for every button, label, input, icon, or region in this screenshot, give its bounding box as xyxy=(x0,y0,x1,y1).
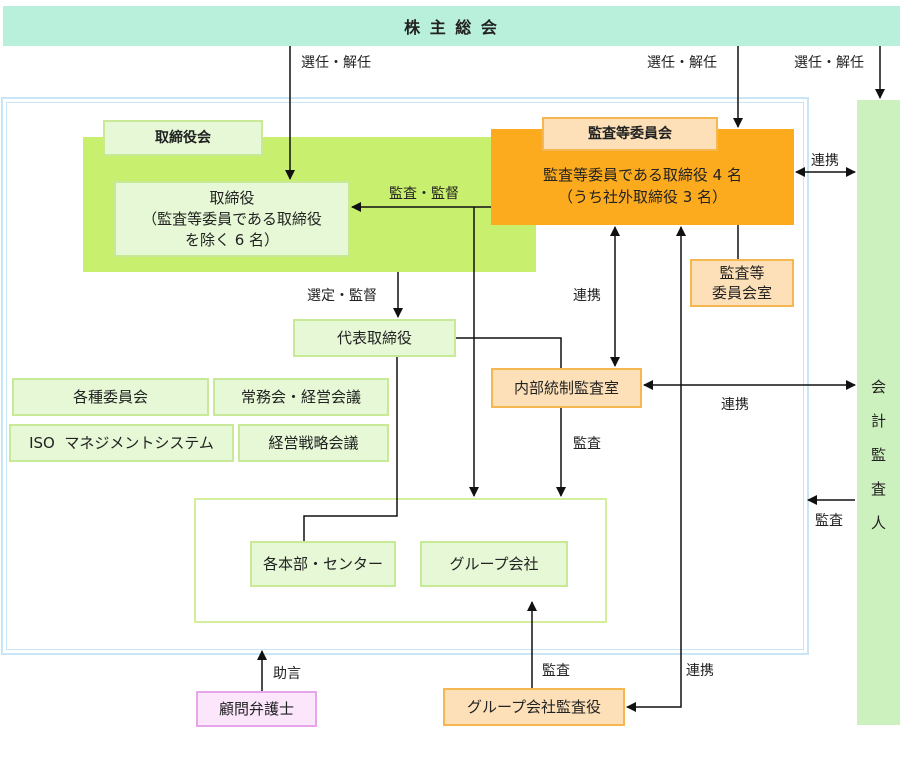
label-ac-auditor-link: 連携 xyxy=(811,153,839,169)
accounting-auditor-label: 会 計 監 査 人 xyxy=(870,378,886,532)
legal-advisor-box: 顧問弁護士 xyxy=(196,691,317,727)
company-frame-inner xyxy=(6,102,804,650)
audit-committee-line-1: 監査等委員である取締役 4 名 xyxy=(543,166,742,184)
directors-line-3: を除く 6 名） xyxy=(184,230,280,249)
shareholders-meeting-label: 株 主 総 会 xyxy=(404,18,499,37)
audit-committee-line-2: （うち社外取締役 3 名） xyxy=(557,188,728,206)
label-internal-to-units: 監査 xyxy=(573,436,601,452)
directors-box: 取締役 （監査等委員である取締役 を除く 6 名） xyxy=(114,181,350,257)
label-select-supervise: 選定・監督 xyxy=(307,288,377,304)
office-line-1: 監査等 xyxy=(719,264,765,282)
group-auditor-box: グループ会社監査役 xyxy=(443,688,625,726)
committee-box-various: 各種委員会 xyxy=(12,378,209,416)
internal-audit-box: 内部統制監査室 xyxy=(491,368,642,408)
accounting-auditor-box xyxy=(857,100,900,725)
audit-committee-title: 監査等委員会 xyxy=(542,117,718,151)
company-frame xyxy=(1,97,809,655)
board-title: 取締役会 xyxy=(103,120,263,156)
directors-line-1: 取締役 xyxy=(209,188,255,207)
label-auditor-audit: 監査 xyxy=(815,513,843,529)
shareholders-meeting: 株 主 総 会 xyxy=(3,6,900,46)
committee-box-executive: 常務会・経営会議 xyxy=(213,378,389,416)
label-appoint-dismiss-1: 選任・解任 xyxy=(301,55,371,71)
label-appoint-dismiss-2: 選任・解任 xyxy=(647,55,717,71)
directors-line-2: （監査等委員である取締役 xyxy=(142,209,322,228)
committee-box-strategy: 経営戦略会議 xyxy=(238,424,389,462)
label-internal-auditor-link: 連携 xyxy=(721,397,749,413)
unit-group-companies: グループ会社 xyxy=(420,541,568,587)
unit-headquarters: 各本部・センター xyxy=(250,541,396,587)
label-appoint-dismiss-3: 選任・解任 xyxy=(794,55,864,71)
line-rep-to-headquarters xyxy=(303,357,398,541)
line-ac-group-auditor xyxy=(626,226,686,712)
representative-director-box: 代表取締役 xyxy=(293,319,456,357)
committee-box-iso: ISO マネジメントシステム xyxy=(9,424,234,462)
label-group-auditor-audit: 監査 xyxy=(542,663,570,679)
line-rep-to-internal xyxy=(456,337,562,368)
office-line-2: 委員会室 xyxy=(711,284,772,302)
label-audit-supervise: 監査・監督 xyxy=(389,186,459,202)
audit-committee-office: 監査等 委員会室 xyxy=(690,259,794,307)
label-ac-internal-link: 連携 xyxy=(573,288,601,304)
label-group-ac-link: 連携 xyxy=(686,663,714,679)
label-advice: 助言 xyxy=(273,666,301,682)
